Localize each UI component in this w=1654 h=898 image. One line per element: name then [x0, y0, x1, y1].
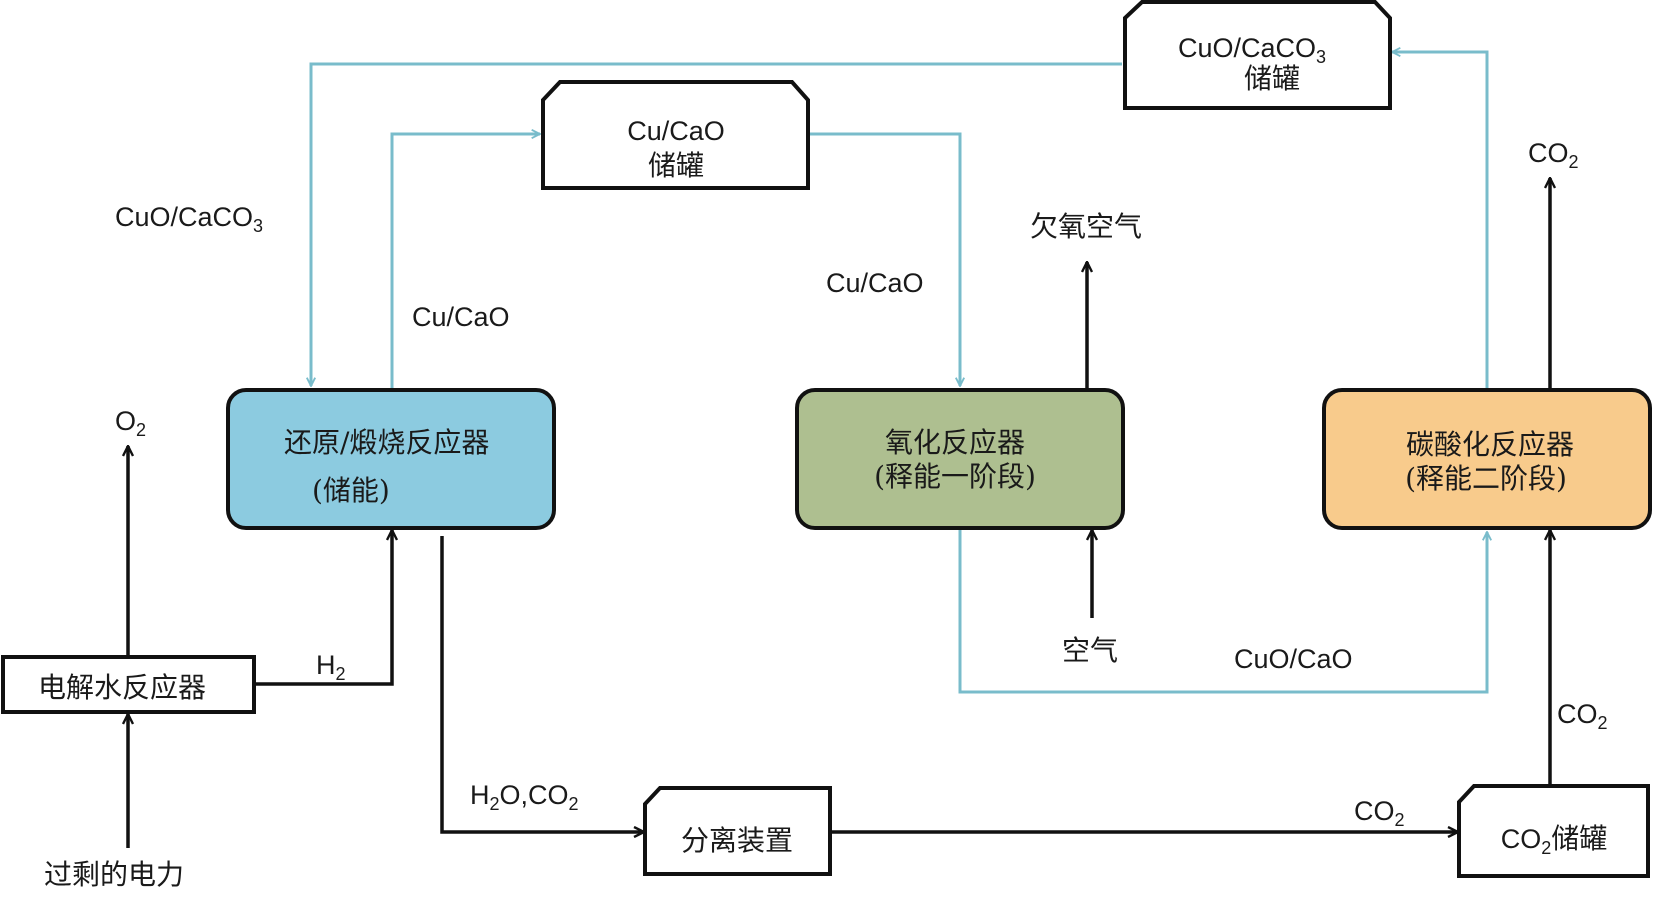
co2-tank: CO2储罐: [1457, 784, 1650, 878]
tank-label-type: 储罐: [648, 149, 704, 182]
label-cu-cao-up: Cu/CaO: [412, 302, 510, 332]
reactor-subtitle: (释能一阶段): [874, 460, 1036, 493]
cuo-caco3-tank: CuO/CaCO3 储罐: [1123, 0, 1392, 110]
label-cu-cao-down: Cu/CaO: [826, 268, 924, 298]
tank-label-formula: CuO/CaCO3: [1178, 33, 1326, 67]
edge-labels: CuO/CaCO3 Cu/CaO Cu/CaO 欠氧空气 空气 CuO/CaO …: [44, 138, 1608, 891]
tank-shape: [1123, 0, 1392, 110]
reduction-calcination-reactor: 还原/煅烧反应器 (储能): [226, 388, 556, 530]
reactor-title: 碳酸化反应器: [1406, 428, 1574, 461]
reactor-subtitle: (释能二阶段): [1405, 462, 1567, 495]
reactor-subtitle: (储能): [312, 474, 390, 507]
gas-flow-lines: [128, 178, 1550, 848]
tank-shape: [541, 80, 810, 190]
tank-label-formula: Cu/CaO: [627, 116, 725, 146]
label-cuo-cao: CuO/CaO: [1234, 644, 1353, 674]
label-co2-separated: CO2: [1354, 796, 1405, 830]
electrolysis-reactor: 电解水反应器: [1, 655, 256, 714]
electrolysis-shape: [1, 655, 256, 714]
label-co2-to-carbonation: CO2: [1557, 699, 1608, 733]
reactor-shape: [1322, 388, 1652, 530]
label-o2: O2: [115, 406, 146, 440]
separator-label: 分离装置: [681, 824, 793, 857]
reactor-title: 氧化反应器: [885, 426, 1025, 459]
co2-tank-shape: [1457, 784, 1650, 878]
flow-cuo-caco3-to-reduction: [311, 62, 1122, 386]
label-h2o-co2: H2O,CO2: [470, 780, 579, 814]
cu-cao-tank: Cu/CaO 储罐: [541, 80, 810, 190]
electrolysis-label: 电解水反应器: [38, 671, 206, 704]
flow-h2-to-reduction: [256, 530, 392, 686]
flow-cu-cao-tank-to-oxidation: [808, 132, 960, 386]
label-cuo-caco3: CuO/CaCO3: [115, 202, 263, 236]
tank-label-type: 储罐: [1244, 62, 1300, 95]
label-h2: H2: [316, 650, 346, 684]
label-air: 空气: [1062, 634, 1118, 667]
label-surplus-power: 过剩的电力: [44, 858, 184, 891]
separator-shape: [643, 786, 832, 876]
flow-reduction-to-cu-cao-tank: [390, 134, 540, 388]
reactor-shape: [795, 388, 1125, 530]
label-depleted-air: 欠氧空气: [1030, 210, 1142, 243]
solid-flow-lines: [311, 52, 1489, 694]
co2-tank-label: CO2储罐: [1501, 822, 1608, 858]
label-co2-out: CO2: [1528, 138, 1579, 172]
carbonation-reactor: 碳酸化反应器 (释能二阶段): [1322, 388, 1652, 530]
reactor-title: 还原/煅烧反应器: [284, 426, 489, 459]
reactor-shape: [226, 388, 556, 530]
separator: 分离装置: [643, 786, 832, 876]
flow-oxidation-to-carbonation: [958, 528, 1487, 694]
flow-reduction-to-separator: [440, 536, 644, 832]
oxidation-reactor: 氧化反应器 (释能一阶段): [795, 388, 1125, 530]
flow-carbonation-to-cuo-caco3-tank: [1392, 52, 1489, 388]
